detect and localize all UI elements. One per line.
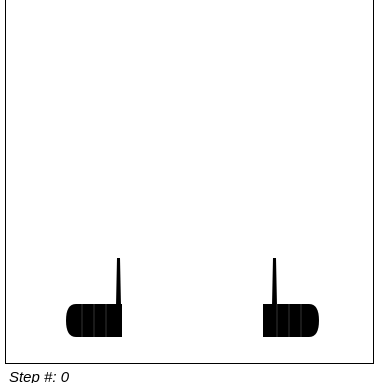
tank-right-icon	[259, 258, 319, 338]
tank-left-icon	[62, 258, 122, 338]
step-counter: Step #: 0	[9, 370, 69, 383]
tank-right	[259, 258, 319, 338]
tank-left-cannon	[116, 258, 121, 306]
tank-left	[62, 258, 122, 338]
tank-right-body	[263, 304, 319, 337]
tank-right-cannon	[272, 258, 277, 306]
